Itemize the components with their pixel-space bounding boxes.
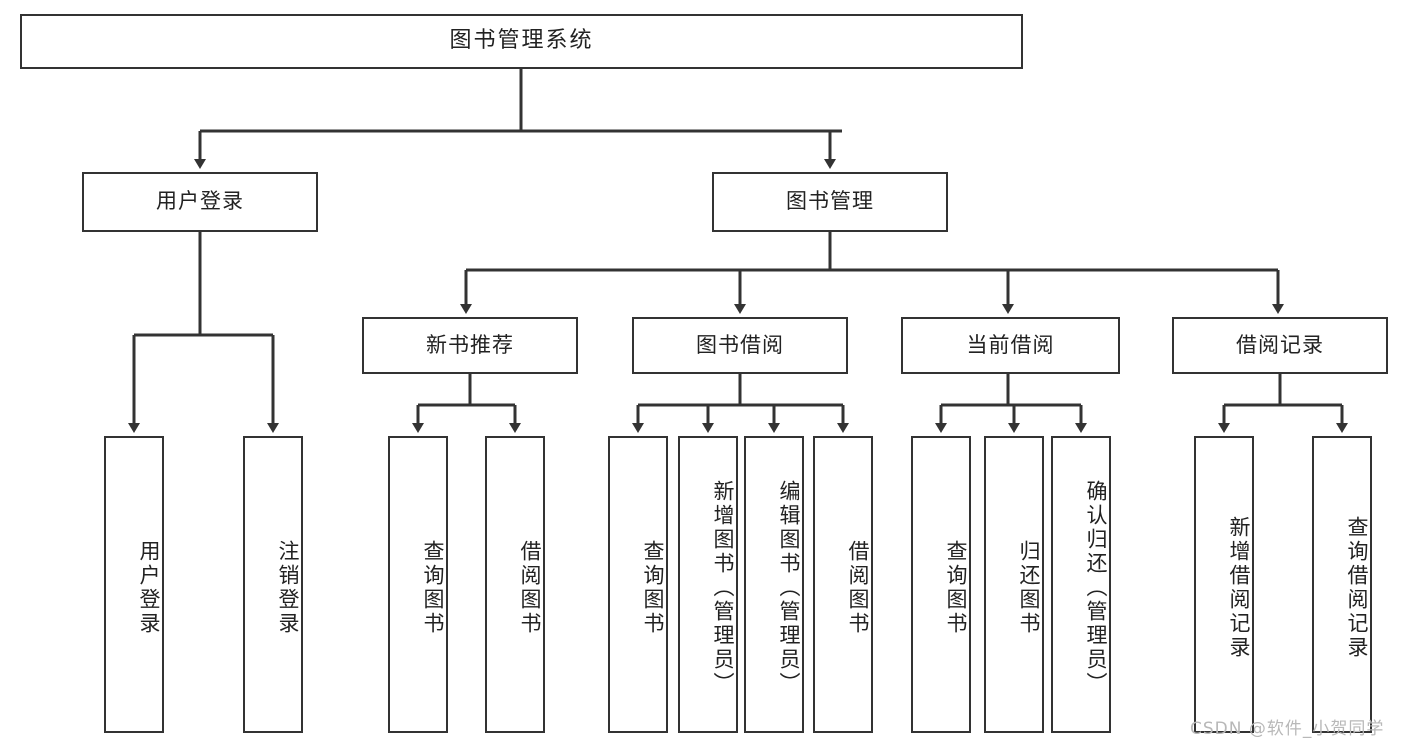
leaf-add-borrow-record[interactable]: 新增借阅记录 xyxy=(1194,436,1254,733)
leaf-query-books-recommend[interactable]: 查询图书 xyxy=(388,436,448,733)
leaf-query-books-borrow[interactable]: 查询图书 xyxy=(608,436,668,733)
node-label: 查询图书 xyxy=(944,539,968,636)
watermark: CSDN @软件_小贺同学 xyxy=(1190,719,1385,739)
node-book-borrow[interactable]: 图书借阅 xyxy=(632,317,848,374)
node-label: 用户登录 xyxy=(137,539,161,636)
node-label: 图书管理 xyxy=(786,189,874,214)
leaf-borrow-books[interactable]: 借阅图书 xyxy=(813,436,873,733)
leaf-return-books[interactable]: 归还图书 xyxy=(984,436,1044,733)
node-label: 编辑图书（管理员） xyxy=(777,479,801,696)
node-label: 查询图书 xyxy=(421,539,445,636)
node-borrow-records[interactable]: 借阅记录 xyxy=(1172,317,1388,374)
leaf-confirm-return-admin[interactable]: 确认归还（管理员） xyxy=(1051,436,1111,733)
node-label: 借阅图书 xyxy=(518,539,542,636)
node-label: 新增图书（管理员） xyxy=(711,479,735,696)
node-label: 用户登录 xyxy=(156,189,244,214)
node-root[interactable]: 图书管理系统 xyxy=(20,14,1023,69)
leaf-borrow-books-recommend[interactable]: 借阅图书 xyxy=(485,436,545,733)
leaf-query-books-current[interactable]: 查询图书 xyxy=(911,436,971,733)
leaf-user-login[interactable]: 用户登录 xyxy=(104,436,164,733)
leaf-add-book-admin[interactable]: 新增图书（管理员） xyxy=(678,436,738,733)
node-current-borrow[interactable]: 当前借阅 xyxy=(901,317,1120,374)
node-label: 借阅图书 xyxy=(846,539,870,636)
node-label: 新书推荐 xyxy=(426,332,514,357)
node-label: 归还图书 xyxy=(1017,539,1041,636)
node-label: 新增借阅记录 xyxy=(1227,515,1251,660)
node-label: 注销登录 xyxy=(276,539,300,636)
node-label: 图书管理系统 xyxy=(449,28,594,54)
leaf-query-borrow-record[interactable]: 查询借阅记录 xyxy=(1312,436,1372,733)
node-book-management[interactable]: 图书管理 xyxy=(712,172,948,232)
leaf-edit-book-admin[interactable]: 编辑图书（管理员） xyxy=(744,436,804,733)
node-label: 图书借阅 xyxy=(696,332,784,357)
node-label: 确认归还（管理员） xyxy=(1084,479,1108,696)
node-new-book-recommend[interactable]: 新书推荐 xyxy=(362,317,578,374)
node-label: 查询借阅记录 xyxy=(1345,515,1369,660)
leaf-logout[interactable]: 注销登录 xyxy=(243,436,303,733)
node-user-login[interactable]: 用户登录 xyxy=(82,172,318,232)
node-label: 当前借阅 xyxy=(966,332,1055,357)
node-label: 借阅记录 xyxy=(1236,332,1324,357)
node-label: 查询图书 xyxy=(641,539,665,636)
